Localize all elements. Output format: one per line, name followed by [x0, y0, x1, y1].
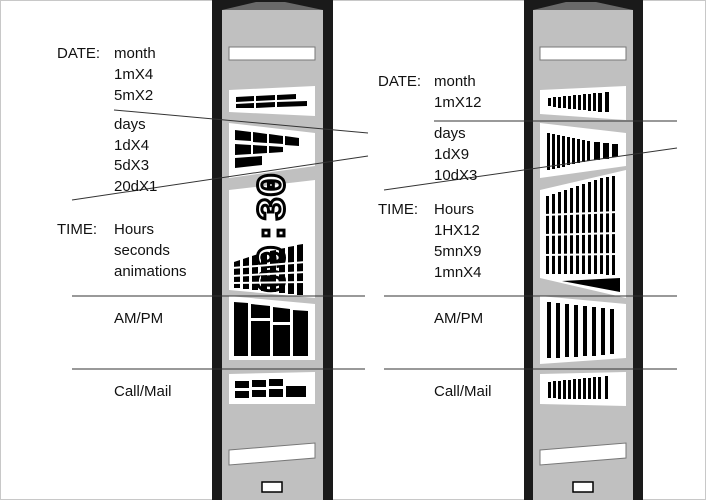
left-callmail-segments [235, 379, 306, 398]
left-date-5mx2: 5mX2 [114, 87, 154, 104]
left-device-top [222, 2, 323, 10]
right-home-button [572, 481, 594, 493]
left-animation-gridlines [231, 261, 307, 284]
right-callmail: Call/Mail [434, 383, 492, 400]
left-days: days [114, 116, 146, 133]
left-ampm: AM/PM [114, 310, 164, 327]
right-date-month: month [434, 73, 476, 90]
right-callmail-bars [548, 376, 608, 399]
right-bottom-slot [539, 442, 627, 466]
right-date-label: DATE: [378, 73, 422, 90]
right-device [524, 0, 643, 500]
right-days-10dx3: 10dX3 [434, 167, 478, 184]
left-bottom-slot [228, 442, 316, 466]
left-date-month: month [114, 45, 156, 62]
left-days-1dx4: 1dX4 [114, 137, 150, 154]
right-time-5mnx9: 5mnX9 [434, 243, 482, 260]
right-days-1dx9: 1dX9 [434, 146, 470, 163]
right-ampm-bars [547, 302, 614, 358]
left-time-label: TIME: [57, 221, 97, 238]
left-time-animations: animations [114, 263, 187, 280]
left-top-slot [228, 46, 316, 61]
right-days-bars [547, 133, 618, 170]
left-callmail: Call/Mail [114, 383, 172, 400]
left-days-segments [235, 130, 299, 168]
left-home-button [261, 481, 283, 493]
right-top-slot [539, 46, 627, 61]
right-date-1mx12: 1mX12 [434, 94, 482, 111]
left-days-5dx3: 5dX3 [114, 157, 150, 174]
right-time-label: TIME: [378, 201, 418, 218]
left-time-seconds: seconds [114, 242, 170, 259]
left-month-panel [229, 86, 315, 116]
left-month-line [113, 109, 369, 134]
right-month-bars [548, 92, 609, 112]
right-time-1mnx4: 1mnX4 [434, 264, 482, 281]
left-ampm-segments [234, 302, 308, 356]
right-minute-wedge [562, 278, 620, 292]
right-days-line [383, 147, 678, 191]
left-month-segments [236, 94, 307, 108]
callout-lines [71, 109, 678, 370]
left-date-1mx4: 1mX4 [114, 66, 154, 83]
left-time-hours: Hours [114, 221, 155, 238]
right-ampm: AM/PM [434, 310, 484, 327]
left-days-20dx1: 20dX1 [114, 178, 158, 195]
left-ampm-gaps [251, 318, 290, 325]
right-hours-gridlines [543, 211, 619, 256]
right-days: days [434, 125, 466, 142]
left-date-label: DATE: [57, 45, 101, 62]
right-time-1hx12: 1HX12 [434, 222, 480, 239]
left-device: 09:30 [212, 0, 333, 500]
right-device-top [533, 2, 633, 10]
right-time-hours: Hours [434, 201, 475, 218]
left-days-line [71, 155, 369, 201]
